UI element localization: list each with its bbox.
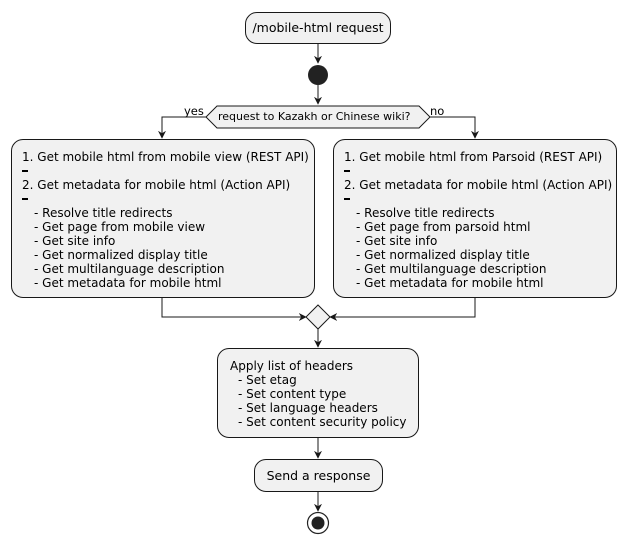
connector-left-to-merge <box>161 298 307 321</box>
headers-item: - Set content type <box>238 387 347 401</box>
response-node: Send a response <box>254 459 383 492</box>
right-step-2: 2. Get metadata for mobile html (Action … <box>344 178 613 192</box>
right-item: - Get page from parsoid html <box>356 220 531 234</box>
left-step-1: 1. Get mobile html from mobile view (RES… <box>22 150 309 164</box>
headers-title: Apply list of headers <box>230 359 354 373</box>
right-separator-2 <box>344 192 616 206</box>
right-item: - Get normalized display title <box>356 248 530 262</box>
merge-node <box>305 304 331 330</box>
left-separator-1 <box>22 164 314 178</box>
right-item: - Get site info <box>356 234 438 248</box>
left-item: - Get site info <box>34 234 116 248</box>
end-node-inner <box>311 516 325 530</box>
headers-item: - Set language headers <box>238 401 378 415</box>
connector-no-branch <box>430 116 479 139</box>
no-label: no <box>430 104 445 118</box>
left-item: - Get normalized display title <box>34 248 208 262</box>
left-item: - Get page from mobile view <box>34 220 206 234</box>
right-item: - Get multilanguage description <box>356 262 547 276</box>
headers-node: Apply list of headers - Set etag - Set c… <box>217 348 419 438</box>
left-separator-2 <box>22 192 314 206</box>
connector-yes-branch <box>158 116 206 139</box>
request-label: /mobile-html request <box>252 20 384 35</box>
start-node <box>308 65 328 85</box>
response-label: Send a response <box>266 467 371 483</box>
right-branch-node: 1. Get mobile html from Parsoid (REST AP… <box>333 139 617 298</box>
decision-label: request to Kazakh or Chinese wiki? <box>218 110 411 123</box>
right-item: - Resolve title redirects <box>356 206 495 220</box>
yes-label: yes <box>184 104 204 118</box>
headers-item: - Set etag <box>238 373 297 387</box>
right-item: - Get metadata for mobile html <box>356 276 544 290</box>
left-item: - Resolve title redirects <box>34 206 173 220</box>
connector-right-to-merge <box>329 298 476 321</box>
left-item: - Get metadata for mobile html <box>34 276 222 290</box>
request-node: /mobile-html request <box>245 12 391 44</box>
left-step-2: 2. Get metadata for mobile html (Action … <box>22 178 291 192</box>
right-separator-1 <box>344 164 616 178</box>
left-branch-node: 1. Get mobile html from mobile view (RES… <box>11 139 315 298</box>
headers-item: - Set content security policy <box>238 415 407 429</box>
right-step-1: 1. Get mobile html from Parsoid (REST AP… <box>344 150 603 164</box>
left-item: - Get multilanguage description <box>34 262 225 276</box>
